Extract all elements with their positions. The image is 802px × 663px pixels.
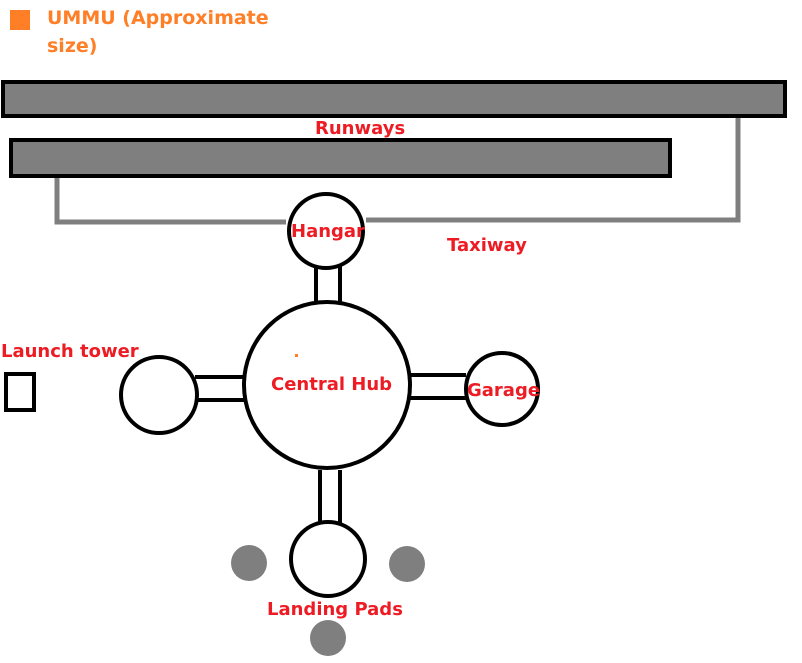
ummu-legend-swatch bbox=[10, 10, 30, 30]
launch-tower bbox=[4, 372, 36, 412]
taxiway-line bbox=[54, 116, 741, 225]
ummu-scale-marker bbox=[295, 354, 298, 357]
hub-connector-right bbox=[408, 373, 466, 400]
hub-connector-left bbox=[195, 375, 247, 402]
launch-tower-label: Launch tower bbox=[1, 341, 139, 362]
taxiway-label: Taxiway bbox=[447, 235, 527, 256]
west-module bbox=[119, 355, 199, 435]
garage-label: Garage bbox=[467, 380, 540, 401]
runways-label: Runways bbox=[315, 118, 405, 139]
central-hub-module bbox=[242, 300, 412, 470]
ummu-legend-line1: UMMU (Approximate bbox=[47, 7, 269, 29]
runway-lower bbox=[9, 138, 672, 178]
south-module bbox=[289, 520, 367, 598]
hangar-module bbox=[287, 192, 365, 270]
landing-pads-label: Landing Pads bbox=[267, 599, 403, 620]
hub-connector-top bbox=[314, 265, 342, 305]
landing-pad-right bbox=[389, 546, 425, 582]
landing-pad-left bbox=[231, 545, 267, 581]
hub-connector-bottom bbox=[318, 470, 342, 525]
garage-module bbox=[464, 351, 540, 427]
landing-pad-bottom bbox=[310, 620, 346, 656]
central-hub-label: Central Hub bbox=[271, 374, 392, 395]
runway-upper bbox=[1, 80, 787, 118]
hangar-label: Hangar bbox=[291, 221, 365, 242]
ummu-legend-line2: size) bbox=[47, 35, 97, 57]
